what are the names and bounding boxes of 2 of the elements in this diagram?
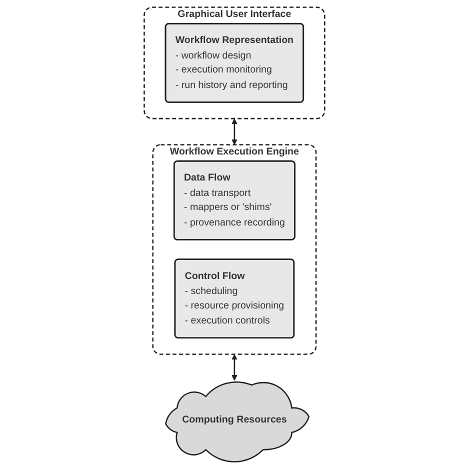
arrow: [232, 118, 238, 145]
arrow: [232, 354, 238, 381]
